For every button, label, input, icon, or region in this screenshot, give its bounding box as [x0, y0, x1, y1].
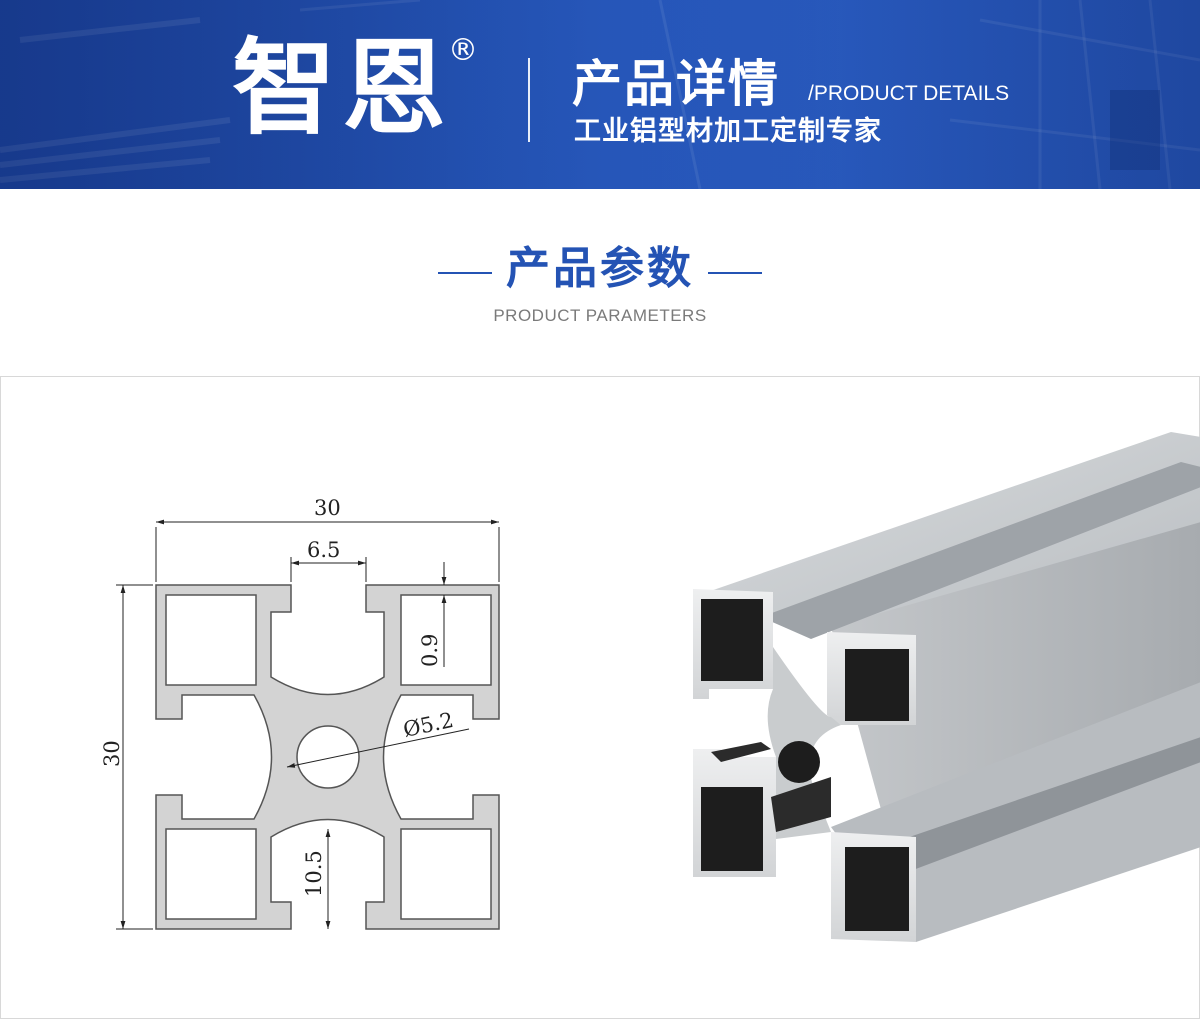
dimension-width-label: 30 [314, 496, 341, 520]
section-title: 产品参数 [506, 243, 694, 294]
profile-cavities [701, 599, 909, 931]
center-hole [296, 725, 360, 789]
header-banner: 智恩 ® 产品详情 /PRODUCT DETAILS 工业铝型材加工定制专家 [0, 0, 1200, 189]
dimension-height-label: 30 [100, 740, 124, 767]
dimension-slot-label: 6.5 [307, 538, 340, 562]
dimension-depth-label: 10.5 [302, 850, 326, 897]
banner-subtitle: 工业铝型材加工定制专家 [574, 116, 882, 147]
banner-title-en: /PRODUCT DETAILS [808, 82, 1010, 105]
aluminum-profile-render [693, 432, 1200, 942]
product-parameters-panel: 30 30 6.5 0.9 Ø5.2 10.5 [0, 376, 1200, 1019]
dimension-wall-label: 0.9 [418, 634, 442, 667]
banner-divider [528, 58, 530, 142]
banner-title: 产品详情 [572, 55, 780, 113]
brand-name: 智恩 [232, 27, 453, 149]
corner-cavities [165, 594, 492, 920]
section-subtitle: PRODUCT PARAMETERS [493, 306, 707, 325]
section-title-right-line [708, 272, 762, 274]
registered-trademark-mark: ® [448, 33, 478, 68]
dimension-hole-label: Ø5.2 [401, 708, 456, 742]
banner-background-pattern [0, 0, 1200, 189]
profile-cross-section-drawing: 30 30 6.5 0.9 Ø5.2 10.5 [100, 496, 500, 930]
section-title-left-line [438, 272, 492, 274]
